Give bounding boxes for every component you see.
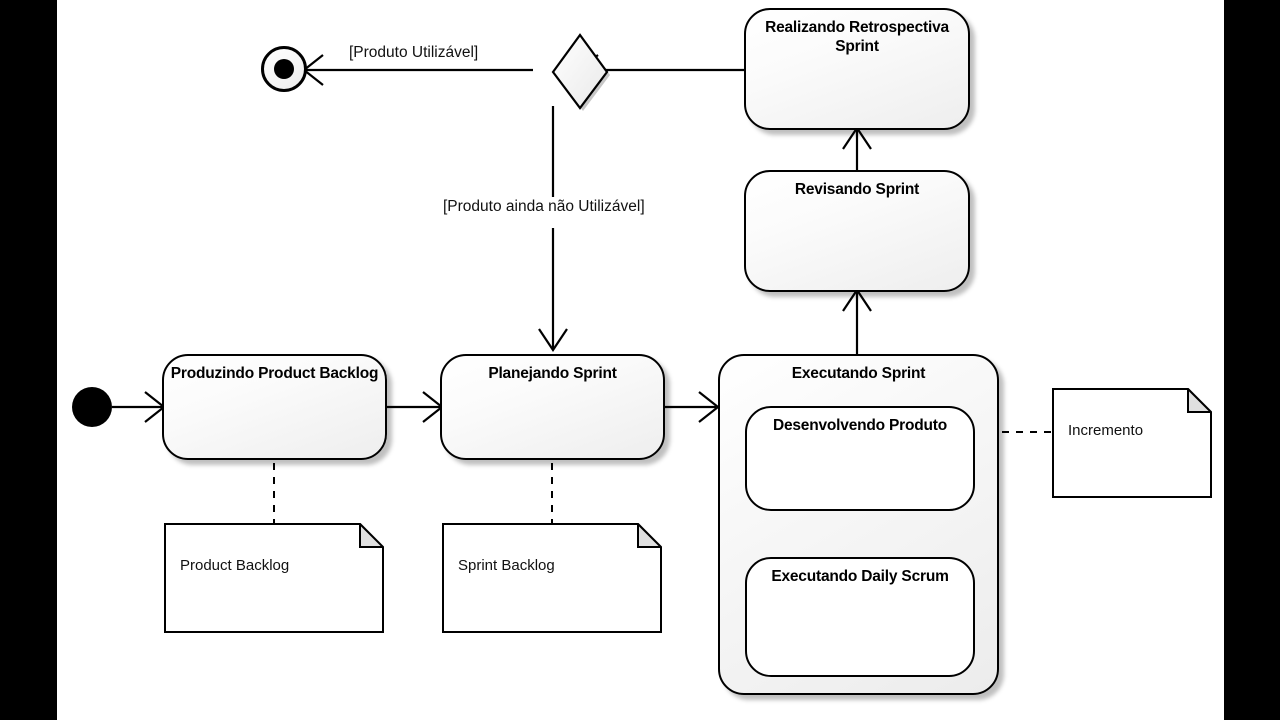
- decision-diamond: [525, 28, 617, 116]
- diagram-canvas: [Produto Utilizável] [Produto ainda não …: [57, 0, 1224, 720]
- note-text: Product Backlog: [180, 557, 290, 574]
- activity-label: Realizando Retrospectiva Sprint: [765, 19, 949, 55]
- note-shape: [1052, 386, 1214, 498]
- note-text: Incremento: [1068, 422, 1144, 439]
- arrowhead-decision-to-planejando: [538, 328, 568, 352]
- activity-produzindo-product-backlog[interactable]: Produzindo Product Backlog: [162, 354, 387, 460]
- activity-label: Revisando Sprint: [794, 181, 920, 198]
- final-node: [261, 46, 307, 92]
- initial-node: [72, 387, 112, 427]
- activity-label: Produzindo Product Backlog: [170, 365, 379, 382]
- activity-desenvolvendo-produto[interactable]: Desenvolvendo Produto: [745, 406, 975, 511]
- note-shape: [442, 521, 664, 633]
- note-product-backlog: Product Backlog: [164, 521, 386, 633]
- note-shape: [164, 521, 386, 633]
- final-node-inner-dot: [274, 59, 294, 79]
- activity-label: Executando Daily Scrum: [771, 568, 949, 585]
- activity-planejando-sprint[interactable]: Planejando Sprint: [440, 354, 665, 460]
- letterbox-bar-left: [0, 0, 57, 720]
- composite-label: Executando Sprint: [791, 365, 926, 382]
- activity-label: Desenvolvendo Produto: [772, 417, 948, 434]
- note-incremento: Incremento: [1052, 386, 1214, 498]
- activity-realizando-retrospectiva-sprint[interactable]: Realizando Retrospectiva Sprint: [744, 8, 970, 130]
- note-text: Sprint Backlog: [458, 557, 555, 574]
- note-anchor-lines: [273, 431, 1052, 523]
- composite-executando-sprint[interactable]: Executando Sprint Desenvolvendo Produto …: [718, 354, 999, 695]
- activity-executando-daily-scrum[interactable]: Executando Daily Scrum: [745, 557, 975, 677]
- decision-diamond-shape: [551, 33, 610, 111]
- activity-revisando-sprint[interactable]: Revisando Sprint: [744, 170, 970, 292]
- guard-label-produto-ainda-nao-utilizavel: [Produto ainda não Utilizável]: [439, 198, 649, 216]
- guard-label-produto-utilizavel: [Produto Utilizável]: [345, 44, 483, 62]
- activity-label: Planejando Sprint: [488, 365, 617, 382]
- letterbox-bar-right: [1224, 0, 1280, 720]
- note-sprint-backlog: Sprint Backlog: [442, 521, 664, 633]
